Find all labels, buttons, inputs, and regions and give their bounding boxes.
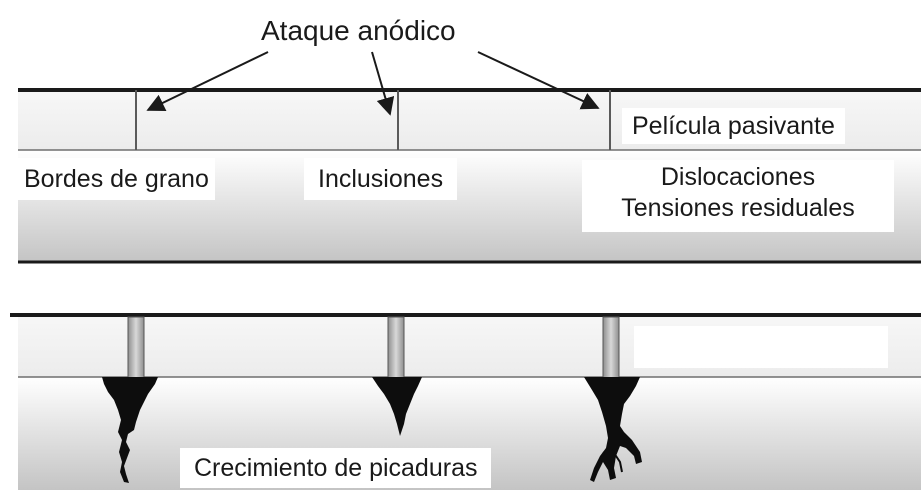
pit-3 xyxy=(584,377,642,482)
dislocations-label-line2: Tensiones residuales xyxy=(621,194,855,222)
inclusions-label: Inclusiones xyxy=(304,158,458,200)
pit-growth-label: Crecimiento de picaduras xyxy=(180,448,492,488)
grain-boundaries-label: Bordes de grano xyxy=(18,158,215,200)
pit-stem-1 xyxy=(127,316,145,382)
pit-3-root xyxy=(595,439,639,473)
arrow-to-dislocation xyxy=(477,51,600,110)
dislocations-label: Dislocaciones Tensiones residuales xyxy=(582,160,894,232)
pit-stem-3 xyxy=(602,316,620,382)
arrow-to-inclusion xyxy=(371,51,395,116)
pit-1 xyxy=(102,377,158,483)
pit-2 xyxy=(372,377,422,436)
pit-stem-2 xyxy=(387,316,405,382)
arrow-to-grain-boundary xyxy=(146,51,269,112)
title-anodic-attack: Ataque anódico xyxy=(257,14,460,48)
blank-label-box xyxy=(634,326,888,368)
anodic-attack-arrows xyxy=(146,51,600,116)
passive-film-label: Película pasivante xyxy=(622,108,845,144)
dislocations-label-line1: Dislocaciones xyxy=(660,163,816,191)
